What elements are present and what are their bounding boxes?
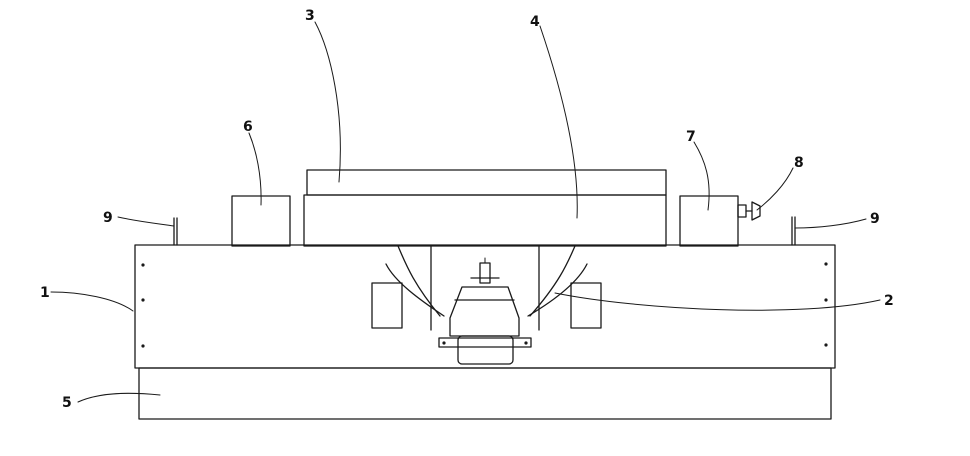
label-8: 8 — [794, 155, 804, 171]
post-9-left — [173, 217, 178, 246]
label-3: 3 — [305, 8, 315, 24]
label-2: 2 — [884, 293, 894, 309]
leader-lines — [50, 21, 881, 403]
post-9-right — [791, 216, 796, 246]
label-5: 5 — [62, 395, 72, 411]
label-6: 6 — [243, 119, 253, 135]
label-1: 1 — [40, 285, 50, 301]
label-7: 7 — [686, 129, 696, 145]
filter-frame-4 — [303, 194, 667, 247]
label-4: 4 — [530, 14, 540, 30]
housing-rivets — [141, 262, 828, 348]
top-cover-3 — [306, 169, 667, 196]
adjust-knob-8 — [737, 201, 761, 221]
fan-assembly-2 — [371, 245, 602, 365]
base-plate-5 — [138, 367, 832, 420]
label-9-left: 9 — [103, 210, 113, 226]
label-9-right: 9 — [870, 211, 880, 227]
